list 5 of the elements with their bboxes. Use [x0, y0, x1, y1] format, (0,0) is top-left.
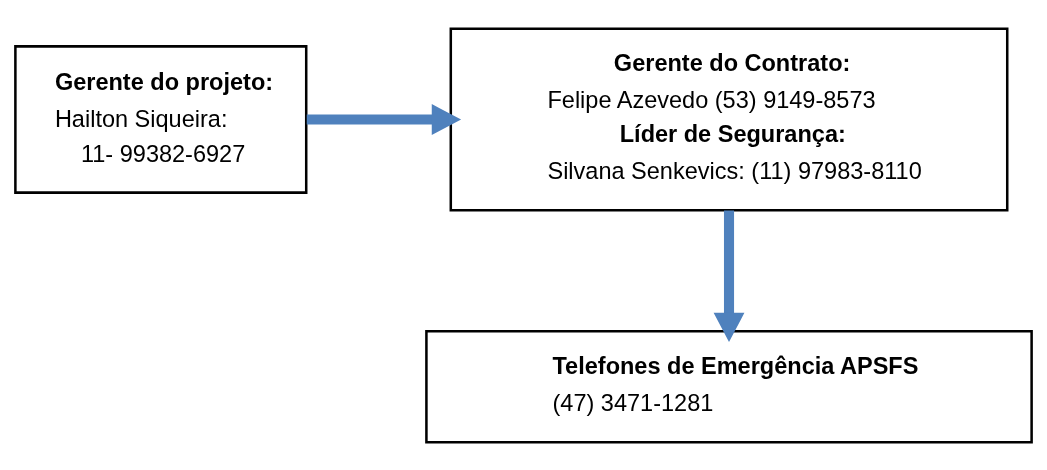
node-box: Gerente do Contrato: Felipe Azevedo (53) 9149-8573 Líder de Segurança: Silvana Senkevics: (11) 97983-8110: [449, 26, 1009, 212]
node-box: Gerente do projeto: Hailton Siqueira: 11- 99382-6927: [14, 44, 308, 194]
arrow: [713, 210, 745, 342]
node-box: Telefones de Emergência APSFS (47) 3471-1281: [425, 329, 1033, 444]
arrow: [306, 103, 462, 135]
